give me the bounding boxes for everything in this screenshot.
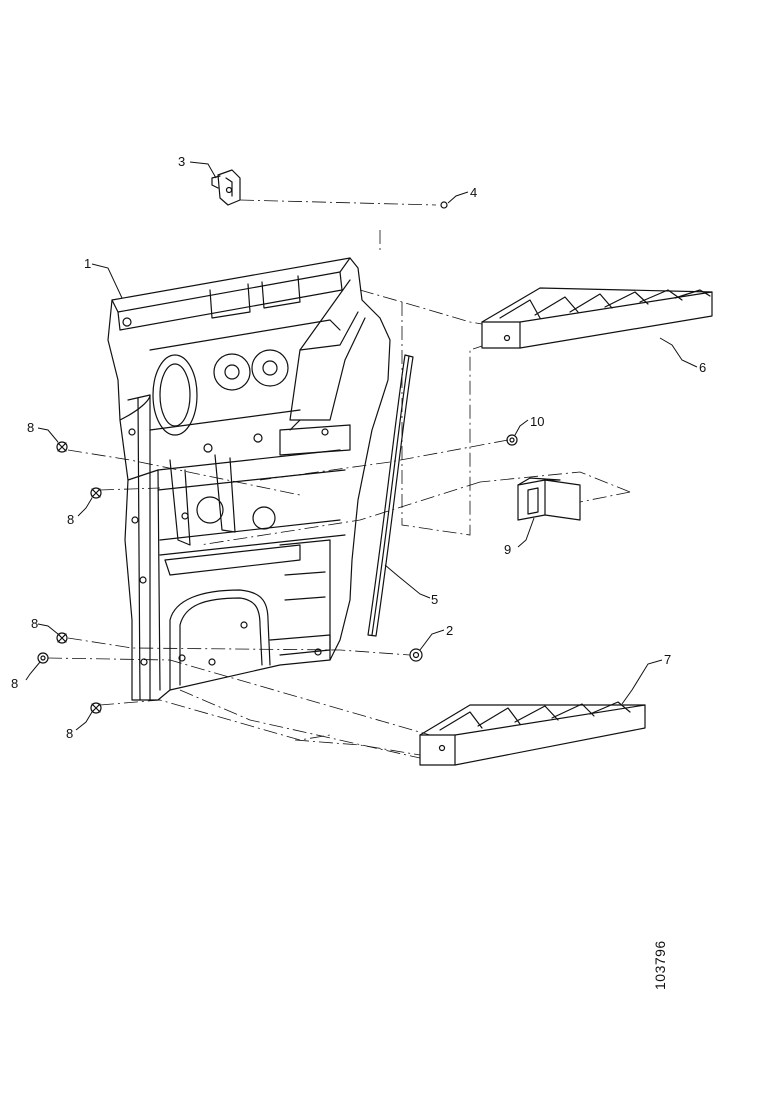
clip-part-9 <box>517 477 581 521</box>
callout-8-middle-left: 8 <box>67 512 74 527</box>
callout-8-bottom-left: 8 <box>66 726 73 741</box>
callout-6: 6 <box>699 360 706 375</box>
callout-8-far-left: 8 <box>11 676 18 691</box>
upper-step-part-6 <box>481 287 713 349</box>
callout-5: 5 <box>431 592 438 607</box>
lower-step-part-7 <box>419 701 646 766</box>
screw-part-4 <box>440 201 448 209</box>
nut-part-10 <box>506 434 518 446</box>
bolts-part-8 <box>37 441 102 714</box>
callout-8-upper-left: 8 <box>27 420 34 435</box>
callout-1: 1 <box>84 256 91 271</box>
bracket-part-3 <box>211 169 241 206</box>
callout-10: 10 <box>530 414 544 429</box>
side-panel-part-1 <box>107 257 391 701</box>
callout-7: 7 <box>664 652 671 667</box>
callout-4: 4 <box>470 185 477 200</box>
callout-labels: 1 2 3 4 5 6 7 8 8 8 8 8 9 10 <box>11 154 706 741</box>
drawing-number: 103796 <box>652 940 668 990</box>
callout-9: 9 <box>504 542 511 557</box>
callout-8-lower-left: 8 <box>31 616 38 631</box>
nut-part-2 <box>409 648 423 662</box>
seal-strip-part-5 <box>367 354 414 637</box>
callout-2: 2 <box>446 623 453 638</box>
callout-3: 3 <box>178 154 185 169</box>
assembly-lines <box>47 199 631 759</box>
leader-lines <box>25 161 698 731</box>
